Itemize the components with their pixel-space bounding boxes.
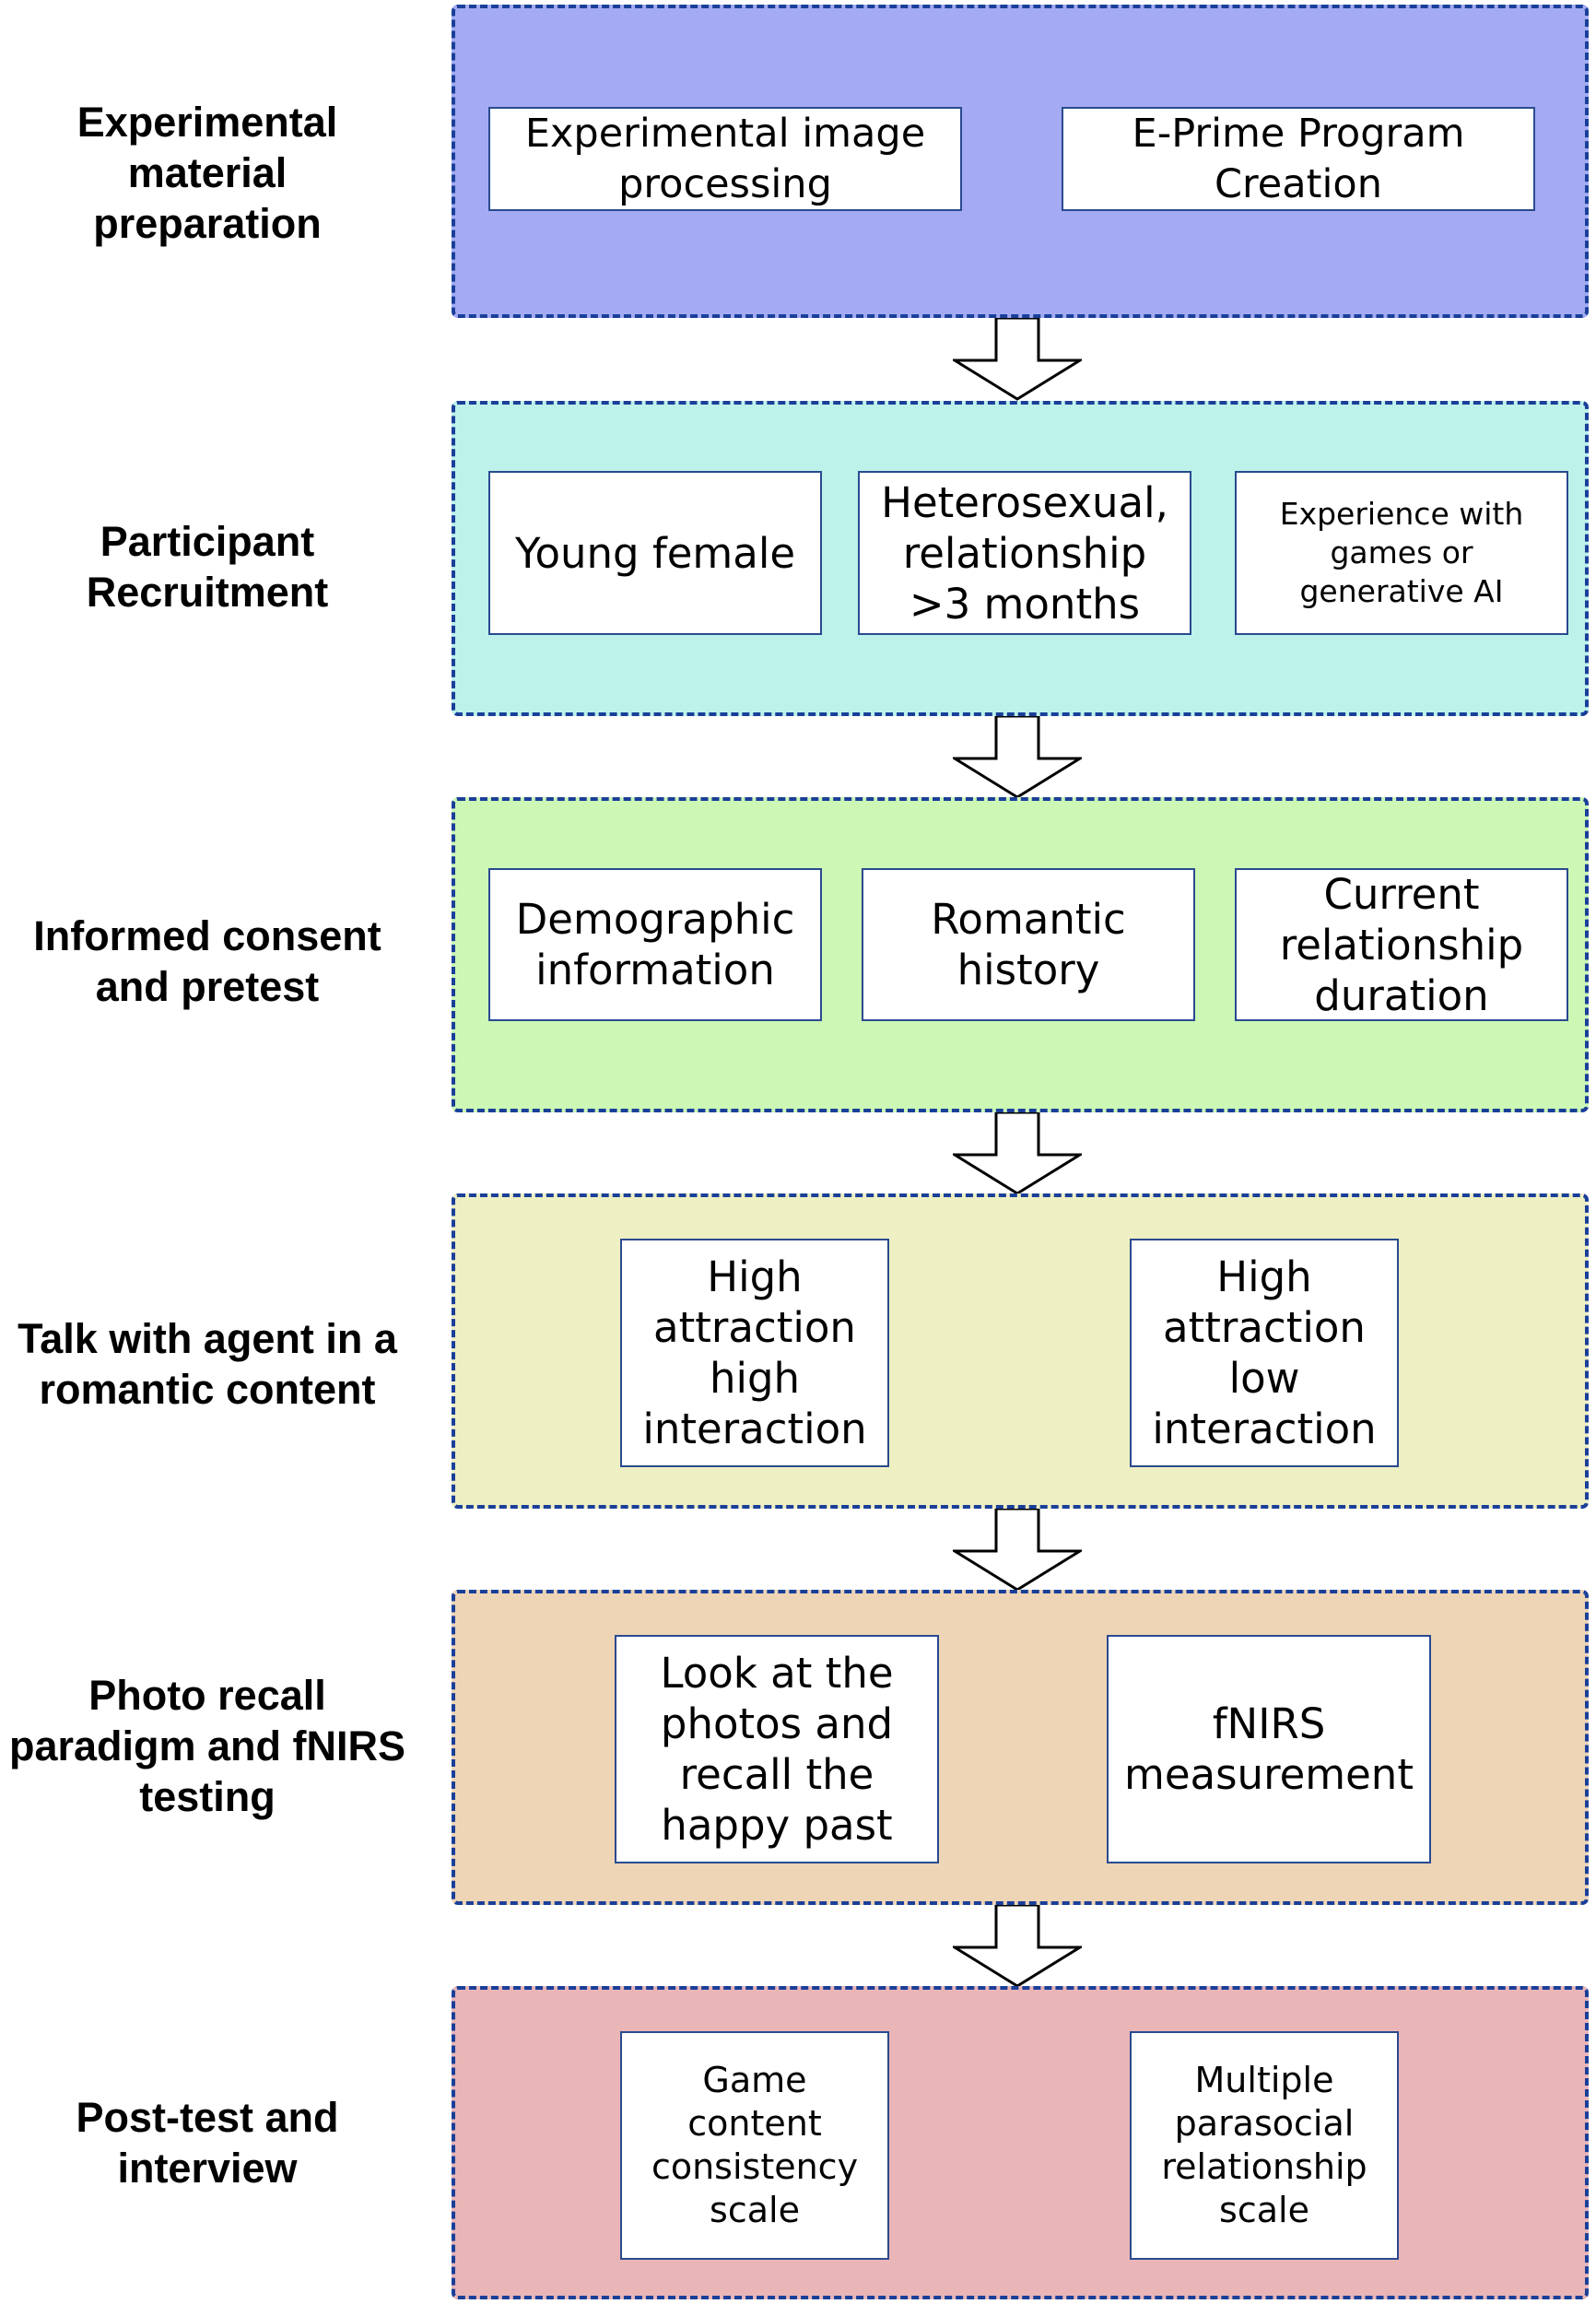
panel-talk-with-agent: High attraction high interaction High at… <box>452 1193 1589 1509</box>
panel-post-test: Game content consistency scale Multiple … <box>452 1986 1589 2299</box>
box-current-relationship-duration: Current relationship duration <box>1235 868 1568 1021</box>
box-experience-games-ai: Experience with games or generative AI <box>1235 471 1568 635</box>
down-arrow-icon <box>953 1509 1082 1592</box>
stage-label-photo-recall: Photo recall paradigm and fNIRS testing <box>8 1672 406 1820</box>
box-heterosexual-relationship: Heterosexual, relationship >3 months <box>858 471 1191 635</box>
box-young-female: Young female <box>488 471 822 635</box>
stage-label-post-test: Post-test and interview <box>76 2094 339 2192</box>
down-arrow-icon <box>953 318 1082 401</box>
box-high-attraction-high-interaction: High attraction high interaction <box>620 1239 889 1467</box>
box-look-at-photos: Look at the photos and recall the happy … <box>615 1635 939 1863</box>
box-eprime-program-creation: E-Prime Program Creation <box>1062 107 1535 211</box>
down-arrow-icon <box>953 1905 1082 1988</box>
panel-material-preparation: Experimental image processing E-Prime Pr… <box>452 5 1589 318</box>
stage-label-informed-consent: Informed consent and pretest <box>33 912 381 1010</box>
box-game-content-consistency-scale: Game content consistency scale <box>620 2031 889 2260</box>
box-romantic-history: Romantic history <box>862 868 1195 1021</box>
box-multiple-parasocial-relationship-scale: Multiple parasocial relationship scale <box>1130 2031 1399 2260</box>
stage-label-participant-recruitment: Participant Recruitment <box>86 518 329 616</box>
stage-label-material-preparation: Experimental material preparation <box>76 99 338 247</box>
box-demographic-information: Demographic information <box>488 868 822 1021</box>
box-high-attraction-low-interaction: High attraction low interaction <box>1130 1239 1399 1467</box>
down-arrow-icon <box>953 716 1082 799</box>
box-fnirs-measurement: fNIRS measurement <box>1107 1635 1431 1863</box>
box-experimental-image-processing: Experimental image processing <box>488 107 962 211</box>
down-arrow-icon <box>953 1112 1082 1195</box>
panel-photo-recall: Look at the photos and recall the happy … <box>452 1590 1589 1905</box>
panel-participant-recruitment: Young female Heterosexual, relationship … <box>452 401 1589 716</box>
stage-label-talk-with-agent: Talk with agent in a romantic content <box>18 1315 397 1413</box>
panel-informed-consent: Demographic information Romantic history… <box>452 797 1589 1112</box>
